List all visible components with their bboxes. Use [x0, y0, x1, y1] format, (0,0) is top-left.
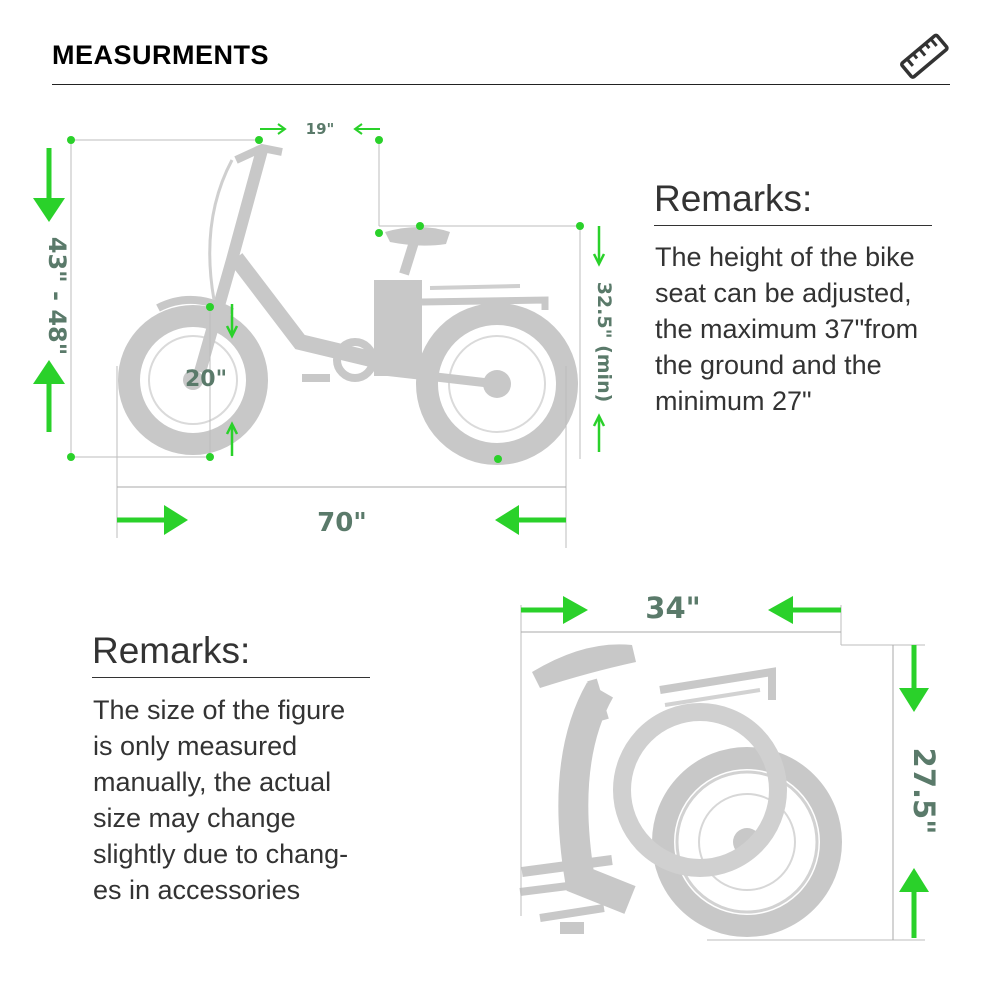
reach-arrow-right — [353, 123, 380, 135]
overall-length-label: 70" — [317, 508, 367, 538]
remarks-seat-body: The height of the bike seat can be adjus… — [655, 242, 919, 416]
remarks-seat-divider — [654, 225, 932, 226]
seat-arrow-top — [592, 226, 606, 267]
title-divider — [52, 84, 950, 85]
seat-arrow-bottom — [592, 413, 606, 452]
folded-width-arrow-left — [521, 596, 588, 624]
folded-width-arrow-right — [768, 596, 841, 624]
height-arrow-top — [33, 148, 65, 222]
handlebar-reach-label: 19" — [306, 120, 335, 138]
remarks-size-heading: Remarks: — [92, 630, 251, 671]
seat-height-label: 32.5" (min) — [593, 282, 615, 403]
remarks-size-body: The size of the figure is only measured … — [93, 695, 349, 905]
folded-guide-lines — [520, 605, 925, 941]
remarks-seat-heading: Remarks: — [654, 178, 813, 219]
folded-height-label: 27.5" — [907, 748, 941, 835]
remarks-size-divider — [92, 677, 370, 678]
ruler-icon — [900, 33, 949, 79]
unfolded-anchor-dots — [67, 136, 584, 463]
wheel-size-label: 20" — [185, 367, 227, 392]
reach-arrow-left — [260, 123, 287, 135]
unfolded-bike-silhouette — [118, 143, 578, 465]
folded-width-label: 34" — [645, 591, 700, 625]
unfolded-guide-lines — [70, 139, 581, 548]
height-arrow-bottom — [33, 360, 65, 432]
folded-height-arrow-top — [899, 645, 929, 712]
length-arrow-left — [117, 505, 188, 535]
folded-bike-silhouette — [519, 644, 842, 937]
wheel-arrow-top — [225, 304, 239, 339]
folded-height-arrow-bottom — [899, 868, 929, 938]
page-title: MEASURMENTS — [52, 40, 270, 70]
wheel-arrow-bottom — [225, 421, 239, 456]
overall-height-label: 43" - 48" — [43, 237, 71, 355]
length-arrow-right — [495, 505, 566, 535]
